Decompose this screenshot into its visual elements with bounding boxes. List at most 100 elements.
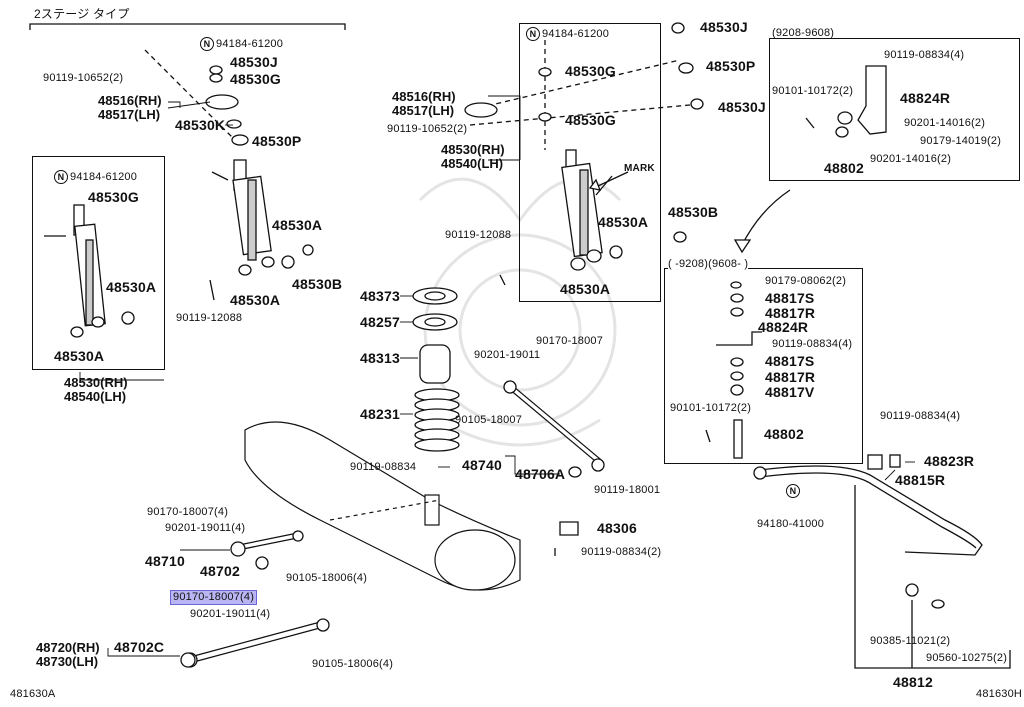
part-label: 48530G <box>88 189 140 205</box>
part-label: 48530B <box>292 276 343 292</box>
part-label: 48516(RH)48517(LH) <box>392 89 456 118</box>
part-label: 48817V <box>765 384 815 400</box>
part-label: 48824R <box>900 90 951 106</box>
part-label: 48530J <box>230 54 278 70</box>
part-label: 90105-18007 <box>455 414 523 426</box>
stabilizer-bar <box>753 454 1011 669</box>
part-label: 90119-12088 <box>176 312 243 324</box>
part-label: 90201-19011(4) <box>190 608 271 620</box>
left-box-strut <box>44 204 135 338</box>
part-label: 48530(RH)48540(LH) <box>64 375 128 404</box>
part-label: 90170-18007 <box>536 335 604 347</box>
part-label: 48706A <box>515 466 566 482</box>
part-label: 90201-14016(2) <box>904 117 986 129</box>
part-label: 90105-18006(4) <box>286 572 368 584</box>
part-label: 48817R <box>765 369 816 385</box>
part-label: 48530G <box>565 63 617 79</box>
part-label: 48710 <box>145 553 185 569</box>
part-label: 90560-10275(2) <box>926 652 1008 664</box>
part-label: 48530P <box>252 133 302 149</box>
bracket-box-mid <box>664 268 863 464</box>
date-range-mid: ( -9208)(9608- ) <box>668 258 749 271</box>
part-label: MARK <box>624 163 655 174</box>
part-label: 48530(RH)48540(LH) <box>441 142 505 171</box>
part-label: 48824R <box>758 319 809 335</box>
left-strut-box <box>32 156 165 370</box>
part-label: 90201-19011 <box>474 349 541 361</box>
part-label: 48257 <box>360 314 400 330</box>
part-label: 48802 <box>764 426 804 442</box>
part-label: 94180-41000 <box>757 518 825 530</box>
part-label: 48530G <box>565 112 617 128</box>
axle-assembly <box>244 421 521 591</box>
arrows <box>588 171 791 254</box>
part-label: N <box>786 484 802 498</box>
header-bracket <box>29 23 346 30</box>
part-label: 48530A <box>272 217 323 233</box>
header-title: 2ステージ タイプ <box>34 7 130 21</box>
part-label: 48530A <box>560 281 611 297</box>
part-label: 48530G <box>230 71 282 87</box>
part-label: 90119-10652(2) <box>43 72 124 84</box>
part-label: 90119-08834(4) <box>884 49 965 61</box>
part-label: 48530K <box>175 117 226 133</box>
part-label: 90119-18001 <box>594 484 661 496</box>
spring-stack <box>412 287 460 452</box>
part-label: 48812 <box>893 674 933 690</box>
part-label: 48530A <box>54 348 105 364</box>
center-strut-box <box>519 23 661 302</box>
part-label: 48802 <box>824 160 864 176</box>
n-mark: N <box>200 37 214 51</box>
part-label: 90201-14016(2) <box>870 153 952 165</box>
part-label: 48530A <box>230 292 281 308</box>
part-label: 90179-14019(2) <box>920 135 1002 147</box>
part-label: 48530A <box>598 214 649 230</box>
part-label: 48815R <box>895 472 946 488</box>
part-label: 48720(RH)48730(LH) <box>36 640 100 669</box>
part-label: 48530J <box>718 99 766 115</box>
part-label: 90105-18006(4) <box>312 658 394 670</box>
part-label: 90101-10172(2) <box>772 85 854 97</box>
part-label: 48373 <box>360 288 400 304</box>
part-label: 90119-12088 <box>445 229 512 241</box>
part-label: 48516(RH)48517(LH) <box>98 93 162 122</box>
part-label: 48817S <box>765 290 815 306</box>
part-label: 90119-08834(4) <box>772 338 853 350</box>
part-label: 48823R <box>924 453 975 469</box>
footer-left-code: 481630A <box>10 688 56 700</box>
bracket-box-top <box>769 38 1020 181</box>
part-label: 90201-19011(4) <box>165 522 246 534</box>
part-label: 48313 <box>360 350 400 366</box>
leader-lines <box>79 95 915 657</box>
bracket-mid-right <box>705 281 762 459</box>
part-label: 48530B <box>668 204 719 220</box>
part-label: 90119-08834(4) <box>880 410 961 422</box>
bracket-top-right <box>805 65 887 138</box>
part-label: 48817S <box>765 353 815 369</box>
part-label: 48740 <box>462 457 502 473</box>
left-strut <box>144 49 314 301</box>
part-label: 48530J <box>700 19 748 35</box>
part-label: 48702C <box>114 639 165 655</box>
highlighted-part-label[interactable]: 90170-18007(4) <box>170 590 258 605</box>
part-label: 48530P <box>706 58 756 74</box>
part-label: 48231 <box>360 406 400 422</box>
footer-right-code: 481630H <box>976 688 1023 700</box>
part-label: 48702 <box>200 563 240 579</box>
part-label: 90119-10652(2) <box>387 123 468 135</box>
part-label: 90179-08062(2) <box>765 275 847 287</box>
part-label: 90119-08834(2) <box>581 546 662 558</box>
date-range-top: (9208-9608) <box>772 27 835 39</box>
part-label: 48306 <box>597 520 637 536</box>
part-label: 90119-08834 <box>350 461 417 473</box>
links <box>180 380 605 668</box>
part-label: 90385-11021(2) <box>870 635 951 647</box>
part-label: 90101-10172(2) <box>670 402 752 414</box>
part-label: 48530A <box>106 279 157 295</box>
part-label: 90170-18007(4) <box>147 506 229 518</box>
